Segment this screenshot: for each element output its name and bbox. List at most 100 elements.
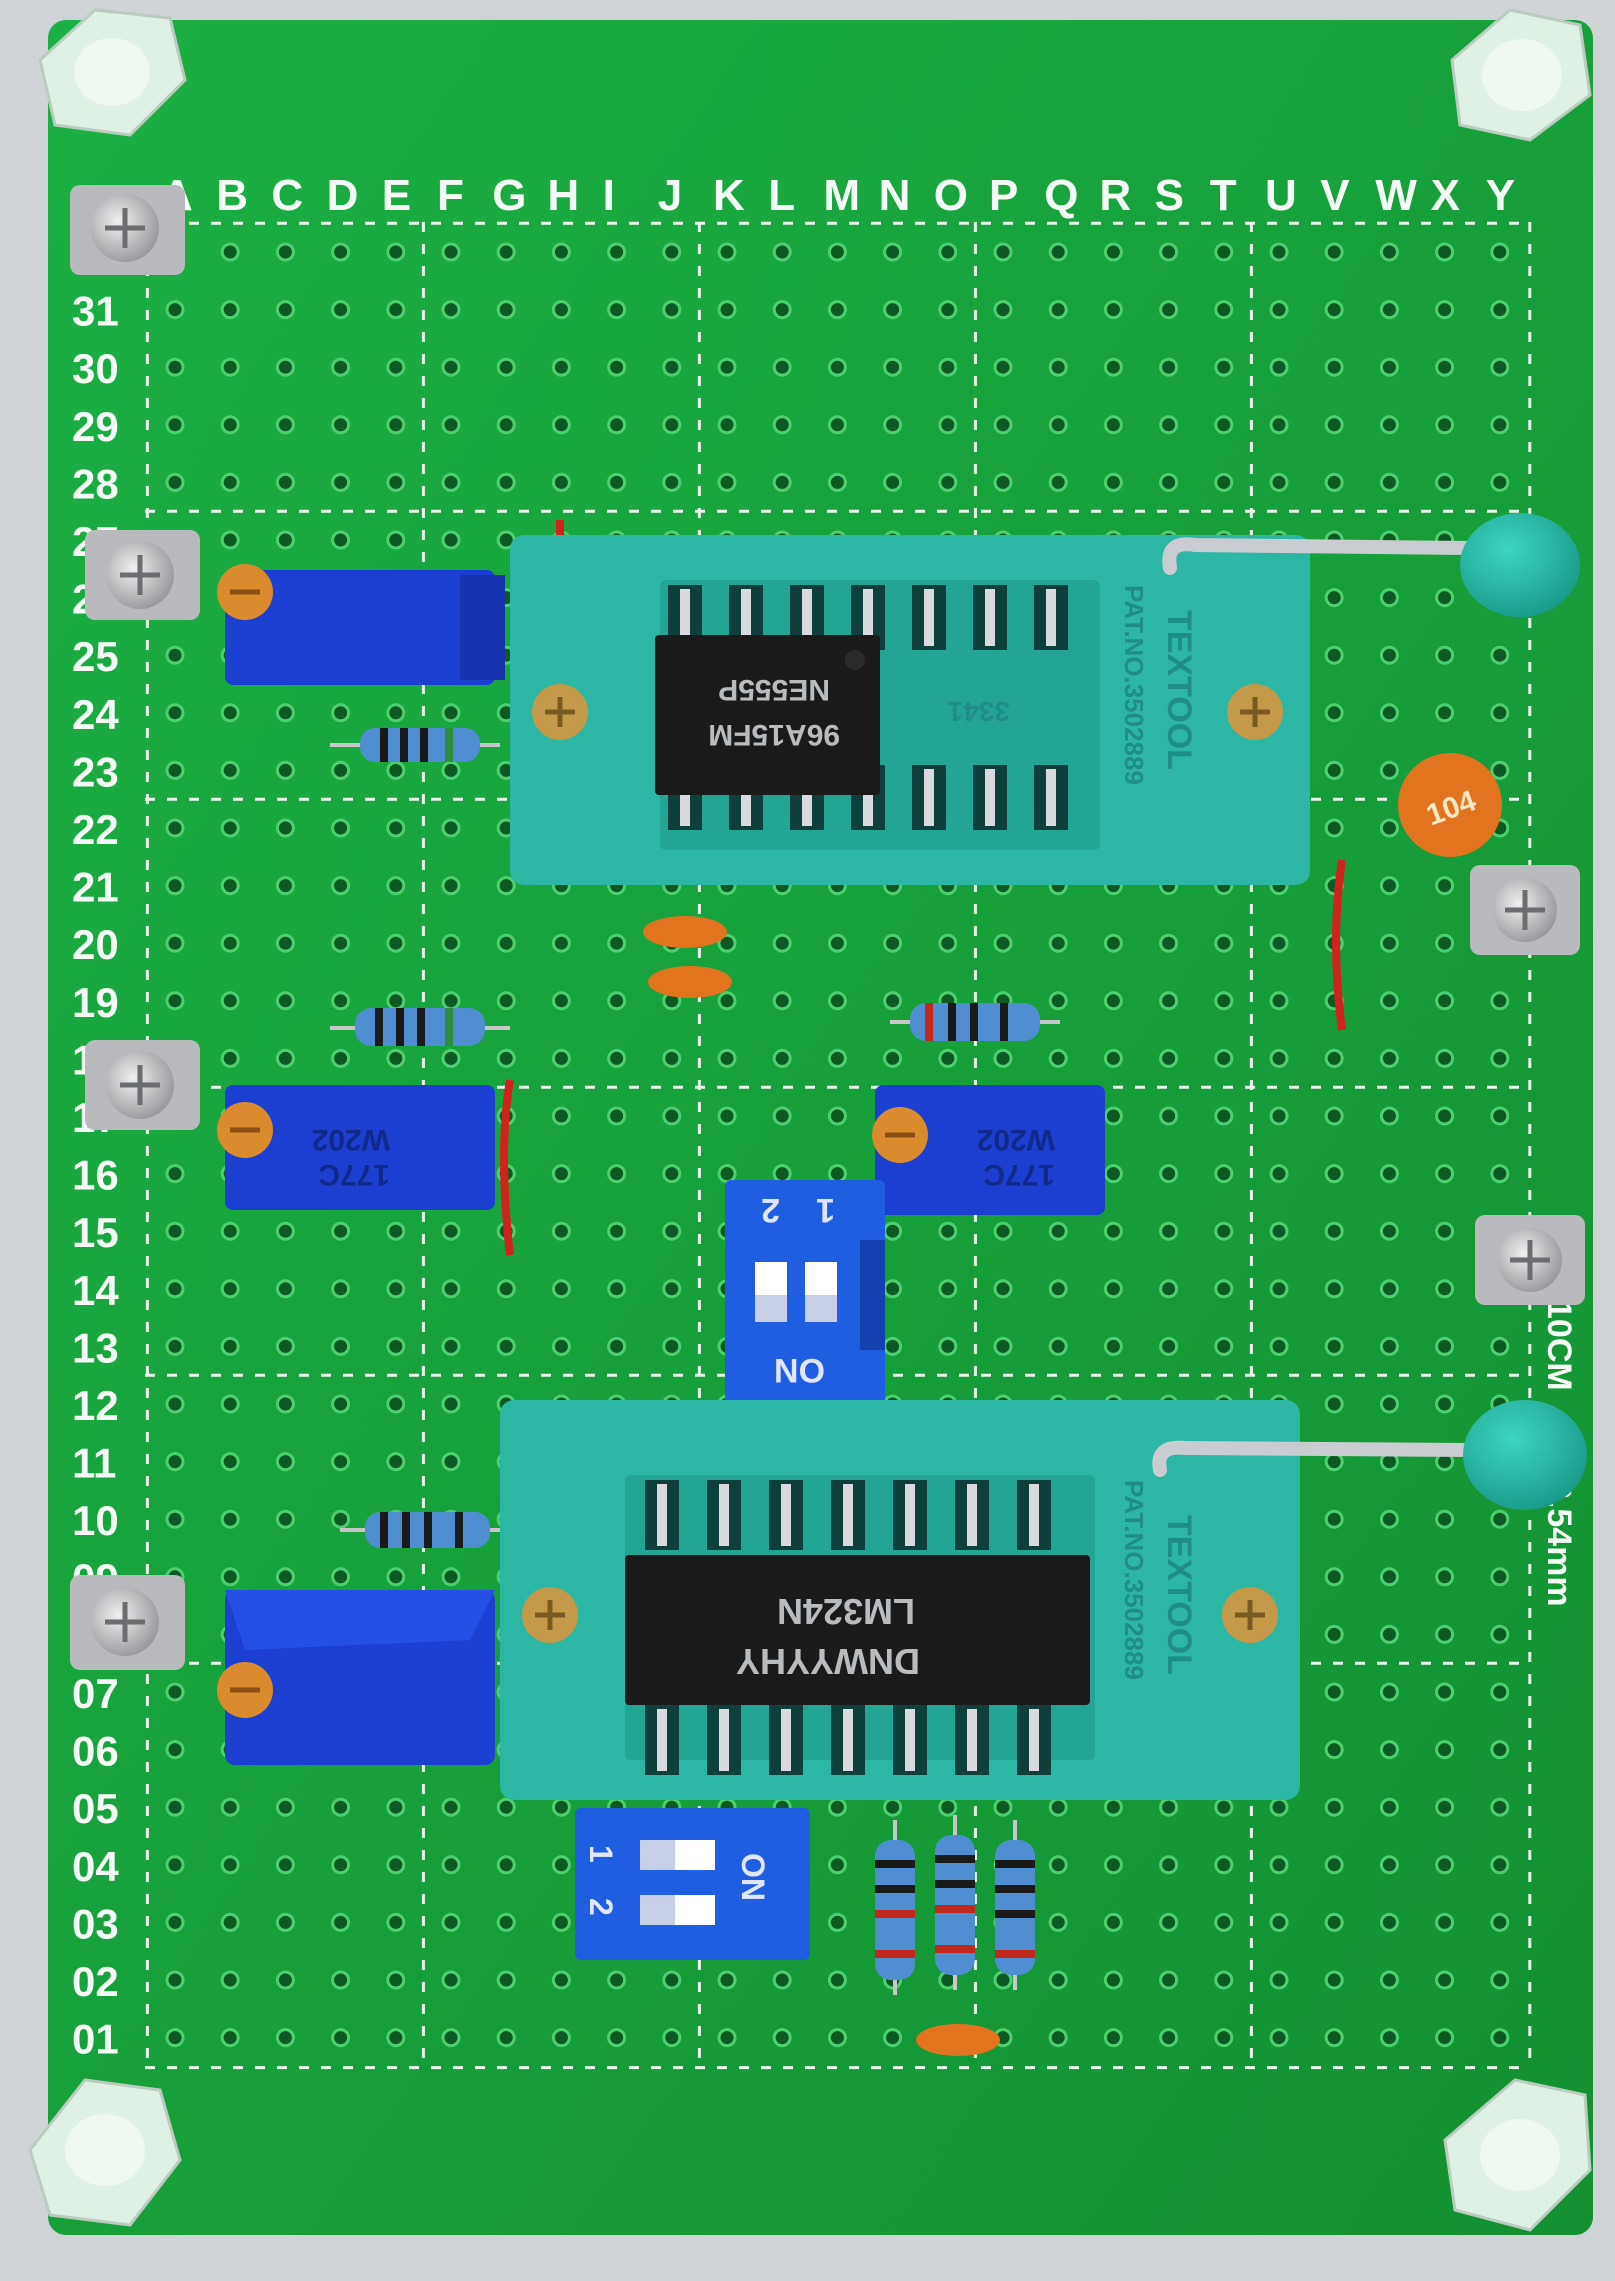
- pcb-hole: [220, 876, 240, 896]
- pcb-hole: [386, 1797, 406, 1817]
- pcb-hole: [1103, 242, 1123, 262]
- pcb-hole: [1490, 1970, 1510, 1990]
- row-label: 02: [72, 1958, 119, 2005]
- pcb-hole: [1103, 1164, 1123, 1184]
- dip-switch-upper[interactable]: 2 1 ON: [725, 1180, 885, 1410]
- pcb-hole: [165, 1912, 185, 1932]
- pcb-hole: [938, 242, 958, 262]
- pcb-hole: [607, 1164, 627, 1184]
- row-label: 04: [72, 1843, 119, 1890]
- pcb-hole: [607, 300, 627, 320]
- zif-socket-upper[interactable]: TEXTOOL PAT.NO.3502889 3341 NE555P 96A15…: [510, 513, 1580, 885]
- column-label: V: [1320, 171, 1350, 220]
- pcb-hole: [331, 1797, 351, 1817]
- pcb-hole: [1159, 472, 1179, 492]
- pcb-hole: [717, 2028, 737, 2048]
- pcb-hole: [1103, 1855, 1123, 1875]
- pcb-hole: [1103, 1797, 1123, 1817]
- pcb-hole: [275, 1048, 295, 1068]
- screw-terminal-6: [1475, 1215, 1585, 1305]
- lower-socket-lever-cap[interactable]: [1463, 1400, 1587, 1510]
- pcb-hole: [275, 1279, 295, 1299]
- pcb-hole: [662, 1106, 682, 1126]
- pcb-hole: [386, 300, 406, 320]
- pcb-hole: [1435, 1106, 1455, 1126]
- pcb-hole: [331, 1509, 351, 1529]
- pcb-hole: [993, 1279, 1013, 1299]
- pcb-hole: [1214, 1855, 1234, 1875]
- upper-socket-part: 3341: [948, 696, 1010, 727]
- pcb-hole: [993, 242, 1013, 262]
- pcb-hole: [441, 760, 461, 780]
- pcb-hole: [1490, 1682, 1510, 1702]
- pcb-hole: [441, 530, 461, 550]
- pcb-hole: [1103, 357, 1123, 377]
- pcb-hole: [220, 357, 240, 377]
- socket-pin: [1029, 1484, 1039, 1546]
- pcb-hole: [441, 818, 461, 838]
- pcb-hole: [1490, 760, 1510, 780]
- screw-terminal-2: [85, 530, 200, 620]
- pcb-hole: [1269, 415, 1289, 435]
- pcb-hole: [827, 1797, 847, 1817]
- jumper-wire-2: [500, 1079, 514, 1256]
- pcb-hole: [220, 530, 240, 550]
- column-label: W: [1375, 171, 1417, 220]
- pcb-hole: [938, 1221, 958, 1241]
- column-label: H: [547, 171, 579, 220]
- column-label: O: [934, 171, 968, 220]
- pcb-hole: [551, 1279, 571, 1299]
- pcb-hole: [1048, 2028, 1068, 2048]
- pcb-hole: [883, 1221, 903, 1241]
- resistor-1: [330, 728, 500, 762]
- upper-socket-lever[interactable]: [1162, 537, 1477, 575]
- pcb-hole: [1214, 242, 1234, 262]
- upper-socket-lever-cap[interactable]: [1460, 513, 1580, 617]
- pcb-hole: [275, 1970, 295, 1990]
- dip-upper-label-on: ON: [774, 1351, 825, 1389]
- pcb-hole: [551, 1106, 571, 1126]
- pcb-hole: [386, 2028, 406, 2048]
- lower-socket-lever[interactable]: [1152, 1440, 1477, 1477]
- pcb-hole: [662, 300, 682, 320]
- row-label: 28: [72, 460, 119, 507]
- column-label: I: [603, 171, 615, 220]
- pcb-hole: [165, 991, 185, 1011]
- pcb-hole: [1048, 1048, 1068, 1068]
- pcb-hole: [275, 1912, 295, 1932]
- pcb-hole: [551, 1048, 571, 1068]
- pcb-hole: [993, 933, 1013, 953]
- row-label: 13: [72, 1324, 119, 1371]
- pcb-hole: [1159, 357, 1179, 377]
- pcb-hole: [1435, 645, 1455, 665]
- pcb-hole: [1048, 1970, 1068, 1990]
- pcb-hole: [1324, 1855, 1344, 1875]
- pcb-hole: [220, 472, 240, 492]
- dip-switch-lower[interactable]: 1 2 ON: [575, 1808, 810, 1960]
- pcb-hole: [441, 933, 461, 953]
- pcb-hole: [883, 1336, 903, 1356]
- pcb-hole: [1324, 472, 1344, 492]
- pcb-hole: [275, 1394, 295, 1414]
- pcb-hole: [331, 818, 351, 838]
- pcb-hole: [717, 991, 737, 1011]
- pcb-hole: [551, 1336, 571, 1356]
- row-label: 07: [72, 1670, 119, 1717]
- pcb-hole: [717, 415, 737, 435]
- pcb-hole: [275, 1855, 295, 1875]
- pcb-hole: [1214, 1221, 1234, 1241]
- zif-socket-lower[interactable]: TEXTOOL PAT.NO.3502889 LM324N DNWYYHY: [500, 1400, 1587, 1800]
- pcb-hole: [386, 357, 406, 377]
- socket-pin: [967, 1709, 977, 1771]
- pcb-hole: [496, 300, 516, 320]
- pcb-hole: [993, 472, 1013, 492]
- pcb-hole: [496, 933, 516, 953]
- ceramic-cap-104: 104: [1398, 753, 1502, 857]
- pcb-hole: [165, 472, 185, 492]
- pcb-hole: [165, 1970, 185, 1990]
- pcb-hole: [1214, 1970, 1234, 1990]
- pcb-hole: [1324, 415, 1344, 435]
- chip-ne555: NE555P 96A15FM: [655, 635, 880, 795]
- pcb-hole: [772, 300, 792, 320]
- pcb-hole: [827, 1855, 847, 1875]
